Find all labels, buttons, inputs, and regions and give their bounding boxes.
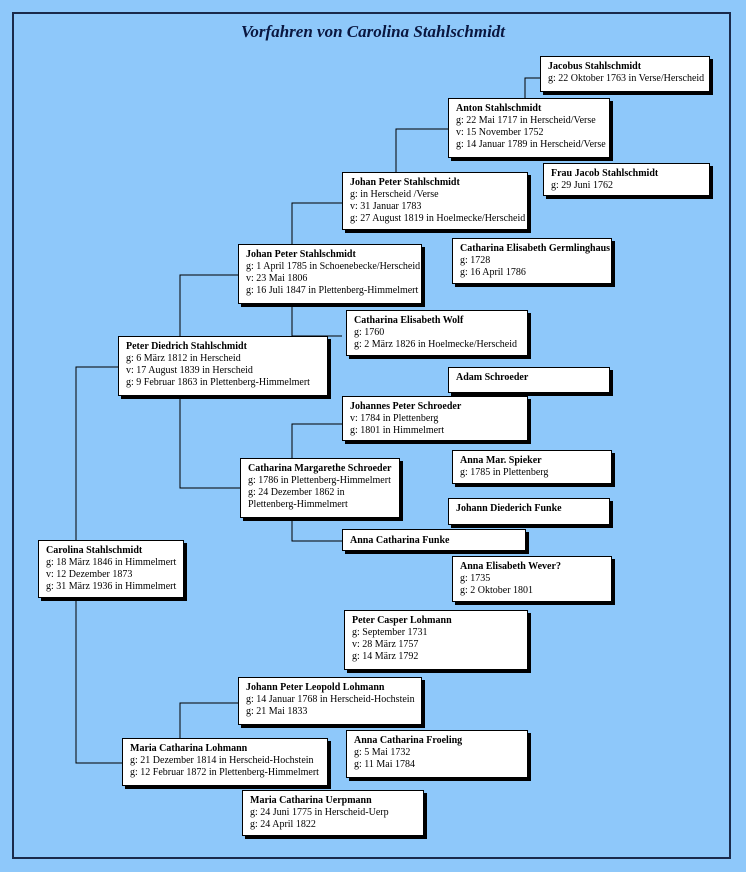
person-detail: g: 21 Mai 1833 <box>246 706 308 717</box>
person-name: Frau Jacob Stahlschmidt <box>551 168 659 179</box>
person-box-maria-lohmann[interactable]: Maria Catharina Lohmann g: 21 Dezember 1… <box>122 738 328 786</box>
person-detail: g: 1801 in Himmelmert <box>350 425 445 436</box>
person-detail: g: 12 Februar 1872 in Plettenberg-Himmel… <box>130 767 319 778</box>
person-detail: g: 27 August 1819 in Hoelmecke/Herscheid <box>350 213 526 224</box>
person-detail: v: 15 November 1752 <box>456 127 544 138</box>
person-detail: g: 6 März 1812 in Herscheid <box>126 353 241 364</box>
person-detail: g: 16 Juli 1847 in Plettenberg-Himmelmer… <box>246 285 419 296</box>
person-detail: g: 1786 in Plettenberg-Himmelmert <box>248 475 391 486</box>
person-name: Peter Diedrich Stahlschmidt <box>126 341 247 352</box>
person-detail: g: 18 März 1846 in Himmelmert <box>46 557 177 568</box>
chart-frame <box>12 12 731 859</box>
person-box-anton[interactable]: Anton Stahlschmidt g: 22 Mai 1717 in Her… <box>448 98 610 158</box>
person-detail: g: 31 März 1936 in Himmelmert <box>46 581 177 592</box>
person-name: Johan Peter Stahlschmidt <box>350 177 460 188</box>
person-name: Anna Catharina Funke <box>350 535 450 546</box>
person-detail: v: 1784 in Plettenberg <box>350 413 439 424</box>
person-detail: g: 1735 <box>460 573 491 584</box>
person-box-johannes-peter[interactable]: Johannes Peter Schroeder v: 1784 in Plet… <box>342 396 528 441</box>
person-detail: g: September 1731 <box>352 627 428 638</box>
person-detail: v: 17 August 1839 in Herscheid <box>126 365 253 376</box>
person-detail: g: 1785 in Plettenberg <box>460 467 549 478</box>
person-detail: v: 31 Januar 1783 <box>350 201 422 212</box>
person-box-spieker[interactable]: Anna Mar. Spieker g: 1785 in Plettenberg <box>452 450 612 484</box>
person-detail: g: 1 April 1785 in Schoenebecke/Herschei… <box>246 261 421 272</box>
person-box-anna-catharina-funke[interactable]: Anna Catharina Funke <box>342 529 526 551</box>
person-name: Peter Casper Lohmann <box>352 615 452 626</box>
person-box-wever[interactable]: Anna Elisabeth Wever? g: 1735 g: 2 Oktob… <box>452 556 612 602</box>
person-name: Catharina Elisabeth Wolf <box>354 315 464 326</box>
person-box-leopold[interactable]: Johann Peter Leopold Lohmann g: 14 Janua… <box>238 677 422 725</box>
person-detail: v: 23 Mai 1806 <box>246 273 308 284</box>
connector-anton <box>524 77 540 100</box>
person-detail: g: 16 April 1786 <box>460 267 526 278</box>
person-box-frau-jacob[interactable]: Frau Jacob Stahlschmidt g: 29 Juni 1762 <box>543 163 710 196</box>
person-detail: g: 14 März 1792 <box>352 651 419 662</box>
person-box-johan-peter-verse[interactable]: Johan Peter Stahlschmidt g: in Herscheid… <box>342 172 528 230</box>
person-name: Anna Mar. Spieker <box>460 455 542 466</box>
person-box-peter-diedrich[interactable]: Peter Diedrich Stahlschmidt g: 6 März 18… <box>118 336 328 396</box>
person-detail: g: 24 Dezember 1862 in Plettenberg-Himme… <box>248 487 348 510</box>
person-name: Anna Catharina Froeling <box>354 735 463 746</box>
person-box-margarethe[interactable]: Catharina Margarethe Schroeder g: 1786 i… <box>240 458 400 518</box>
person-box-johan-peter-1785[interactable]: Johan Peter Stahlschmidt g: 1 April 1785… <box>238 244 422 304</box>
person-detail: g: 1760 <box>354 327 385 338</box>
person-name: Carolina Stahlschmidt <box>46 545 143 556</box>
person-box-jacobus[interactable]: Jacobus Stahlschmidt g: 22 Oktober 1763 … <box>540 56 710 92</box>
person-box-wolf[interactable]: Catharina Elisabeth Wolf g: 1760 g: 2 Mä… <box>346 310 528 356</box>
person-detail: v: 12 Dezember 1873 <box>46 569 133 580</box>
person-name: Johannes Peter Schroeder <box>350 401 462 412</box>
person-name: Maria Catharina Lohmann <box>130 743 248 754</box>
person-name: Jacobus Stahlschmidt <box>548 61 642 72</box>
person-detail: g: 21 Dezember 1814 in Herscheid-Hochste… <box>130 755 314 766</box>
person-name: Johann Diederich Funke <box>456 503 562 514</box>
person-name: Adam Schroeder <box>456 372 529 383</box>
person-detail: g: 11 Mai 1784 <box>354 759 416 770</box>
person-detail: g: 2 Oktober 1801 <box>460 585 534 596</box>
person-detail: g: 1728 <box>460 255 491 266</box>
person-detail: g: 22 Oktober 1763 in Verse/Herscheid <box>548 73 705 84</box>
person-box-froeling[interactable]: Anna Catharina Froeling g: 5 Mai 1732 g:… <box>346 730 528 778</box>
person-name: Anna Elisabeth Wever? <box>460 561 561 572</box>
person-box-adam[interactable]: Adam Schroeder <box>448 367 610 393</box>
person-name: Catharina Margarethe Schroeder <box>248 463 392 474</box>
person-detail: g: 14 Januar 1789 in Herscheid/Verse <box>456 139 606 150</box>
person-name: Catharina Elisabeth Germlinghaus <box>460 243 611 254</box>
person-detail: v: 28 März 1757 <box>352 639 419 650</box>
person-detail: g: 29 Juni 1762 <box>551 180 613 191</box>
person-detail: g: 24 Juni 1775 in Herscheid-Uerp <box>250 807 389 818</box>
person-detail: g: in Herscheid /Verse <box>350 189 439 200</box>
person-name: Anton Stahlschmidt <box>456 103 542 114</box>
person-box-uerpmann[interactable]: Maria Catharina Uerpmann g: 24 Juni 1775… <box>242 790 424 836</box>
person-detail: g: 9 Februar 1863 in Plettenberg-Himmelm… <box>126 377 310 388</box>
person-box-johann-diederich[interactable]: Johann Diederich Funke <box>448 498 610 525</box>
person-detail: g: 22 Mai 1717 in Herscheid/Verse <box>456 115 596 126</box>
person-detail: g: 5 Mai 1732 <box>354 747 411 758</box>
person-name: Johan Peter Stahlschmidt <box>246 249 356 260</box>
person-box-casper[interactable]: Peter Casper Lohmann g: September 1731 v… <box>344 610 528 670</box>
page-title: Vorfahren von Carolina Stahlschmidt <box>240 22 506 41</box>
person-box-carolina[interactable]: Carolina Stahlschmidt g: 18 März 1846 in… <box>38 540 184 598</box>
person-box-germlinghaus[interactable]: Catharina Elisabeth Germlinghaus g: 1728… <box>452 238 612 284</box>
person-name: Johann Peter Leopold Lohmann <box>246 682 385 693</box>
person-detail: g: 14 Januar 1768 in Herscheid-Hochstein <box>246 694 415 705</box>
person-detail: g: 24 April 1822 <box>250 819 316 830</box>
person-detail: g: 2 März 1826 in Hoelmecke/Herscheid <box>354 339 518 350</box>
person-name: Maria Catharina Uerpmann <box>250 795 372 806</box>
